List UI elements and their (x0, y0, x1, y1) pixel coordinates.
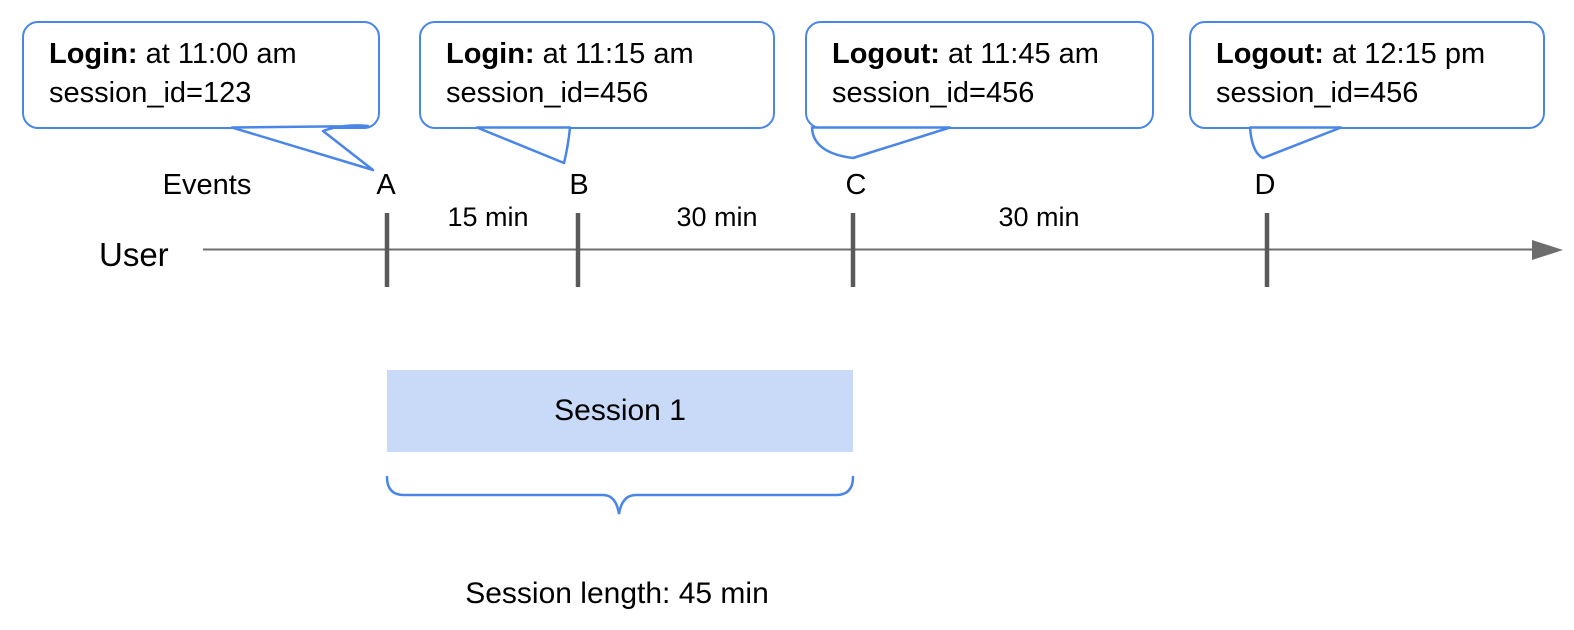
callout-line-event: Logout: at 11:45 am (832, 35, 1144, 74)
event-marker-label-b: B (569, 169, 589, 201)
event-marker-label-c: C (845, 169, 867, 201)
callout-bubble-login-a: Login: at 11:00 am session_id=123 (22, 21, 380, 129)
session-length-brace (385, 475, 855, 515)
timeline-arrowhead-icon (1532, 240, 1563, 260)
callout-tail-a (230, 124, 375, 172)
callout-event-type: Login: (49, 38, 138, 70)
user-axis-label: User (99, 236, 169, 273)
session-1-box: Session 1 (387, 370, 853, 452)
interval-label-a-b: 15 min (447, 202, 529, 232)
callout-tail-d (1248, 126, 1343, 160)
callout-event-time: at 11:45 am (947, 38, 1099, 70)
callout-event-type: Logout: (1216, 38, 1324, 70)
callout-line-event: Login: at 11:00 am (49, 35, 370, 74)
callout-event-time: at 12:15 pm (1331, 38, 1486, 70)
callout-line-event: Login: at 11:15 am (446, 35, 765, 74)
interval-label-b-c: 30 min (676, 202, 758, 232)
callout-tail-c (810, 126, 952, 160)
callout-bubble-logout-d: Logout: at 12:15 pm session_id=456 (1189, 21, 1545, 129)
callout-session-id: session_id=456 (446, 77, 649, 109)
events-label: Events (162, 169, 252, 201)
callout-session-id: session_id=123 (49, 77, 252, 109)
callout-tail-b (475, 126, 572, 165)
callout-event-time: at 11:00 am (145, 38, 297, 70)
session-length-label: Session length: 45 min (465, 577, 769, 610)
callout-event-type: Logout: (832, 38, 940, 70)
event-marker-label-d: D (1254, 169, 1276, 201)
callout-bubble-logout-c: Logout: at 11:45 am session_id=456 (805, 21, 1154, 129)
callout-event-type: Login: (446, 38, 535, 70)
callout-session-id: session_id=456 (832, 77, 1035, 109)
callout-bubble-login-b: Login: at 11:15 am session_id=456 (419, 21, 775, 129)
callout-event-time: at 11:15 am (542, 38, 694, 70)
session-1-label: Session 1 (554, 394, 686, 427)
interval-label-c-d: 30 min (998, 202, 1080, 232)
callout-line-event: Logout: at 12:15 pm (1216, 35, 1535, 74)
callout-session-id: session_id=456 (1216, 77, 1419, 109)
event-marker-label-a: A (376, 169, 396, 201)
